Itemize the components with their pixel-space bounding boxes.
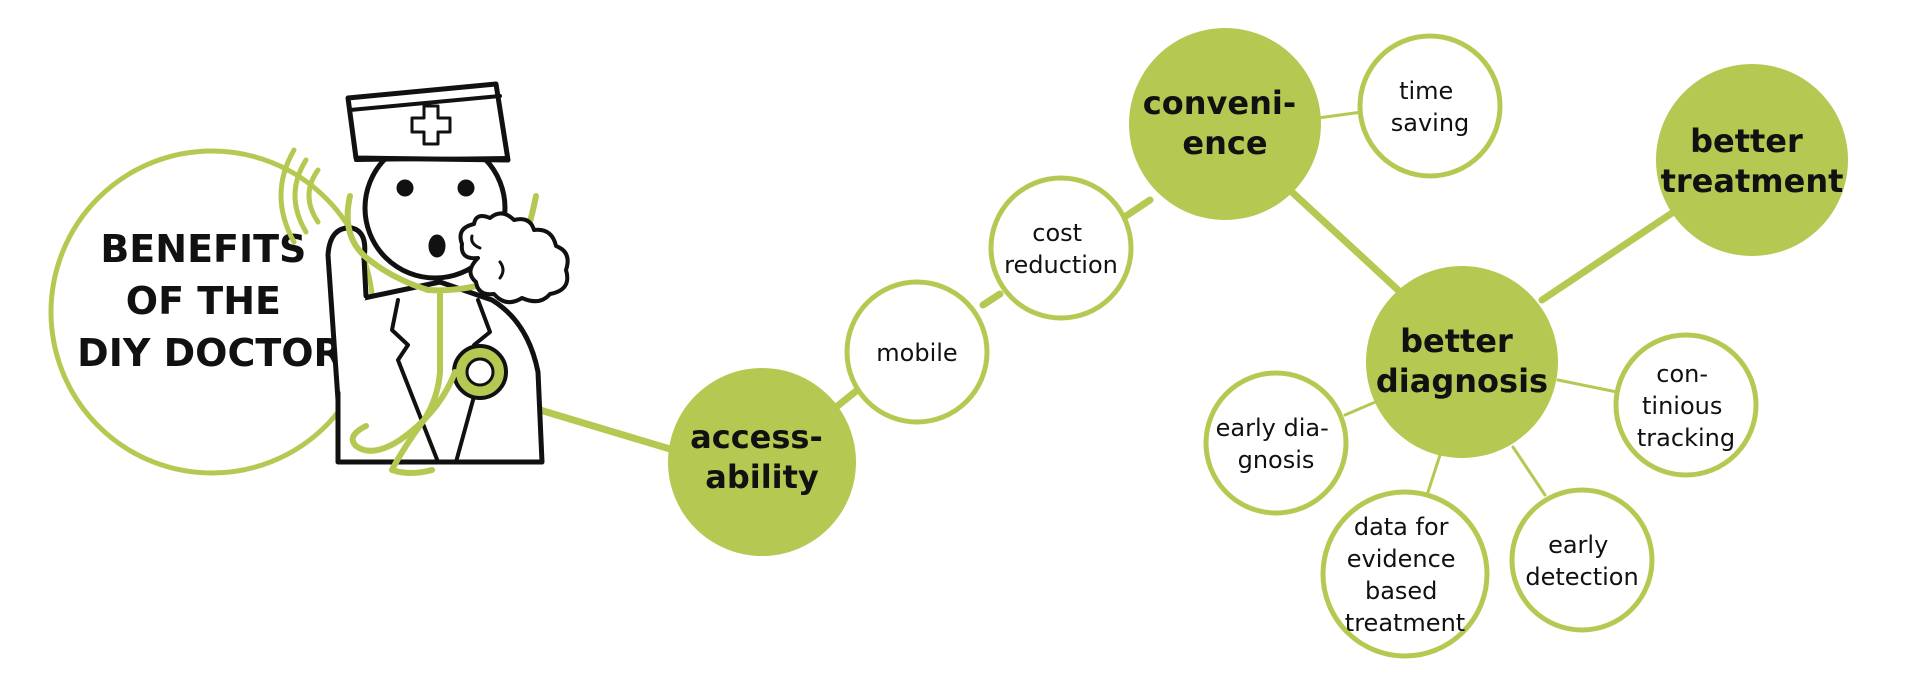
node-label: time saving [1391, 77, 1470, 137]
connector-diagnosis-treatment [1538, 207, 1679, 304]
node-label: con- tinious tracking [1637, 360, 1735, 452]
node-label: cost reduction [1004, 219, 1118, 279]
node-circle [668, 368, 856, 556]
node-circle-outline [844, 279, 990, 425]
node-cost-reduction: cost reduction [988, 175, 1134, 321]
connectors [536, 110, 1679, 497]
node-line: treatment [1661, 162, 1844, 200]
doctor-hat [354, 156, 510, 162]
doctor-eye [396, 179, 414, 197]
connector-mobile-cost [979, 290, 1004, 309]
node-label: data for evidence based treatment [1345, 513, 1465, 637]
sound-wave [278, 147, 297, 245]
node-line: early [1548, 531, 1608, 559]
node-line: diagnosis [1376, 362, 1548, 400]
node-line: con- [1656, 360, 1708, 388]
node-accessability: access- ability [668, 368, 856, 556]
node-better-treatment: better treatment [1656, 64, 1848, 256]
node-circle [1656, 64, 1848, 256]
node-line: data for [1354, 513, 1449, 541]
node-convenience: conveni- ence [1129, 28, 1321, 220]
node-line: treatment [1345, 609, 1465, 637]
node-circle-outline [1613, 332, 1759, 478]
node-line: reduction [1004, 251, 1118, 279]
connector-diagnosis-detection [1511, 445, 1547, 497]
node-data-for-evidence: data for evidence based treatment [1320, 489, 1490, 659]
node-label: better treatment [1661, 122, 1844, 200]
node-line: ability [705, 458, 819, 496]
title-text: BENEFITS OF THE DIY DOCTOR [77, 227, 343, 375]
node-line: gnosis [1238, 446, 1315, 474]
connector-diagnosis-earlydiag [1343, 398, 1382, 417]
node-circle-outline [1203, 370, 1349, 516]
node-mobile: mobile [844, 279, 990, 425]
node-line: mobile [876, 339, 957, 367]
node-early-diagnosis: early dia- gnosis [1203, 370, 1349, 516]
sound-wave [292, 157, 309, 235]
node-label: better diagnosis [1376, 322, 1548, 400]
node-line: conveni- [1143, 84, 1296, 122]
node-line: tracking [1637, 424, 1735, 452]
node-label: early dia- gnosis [1216, 414, 1337, 474]
node-line: tinious [1642, 392, 1722, 420]
node-line: saving [1391, 109, 1470, 137]
node-better-diagnosis: better diagnosis [1366, 266, 1558, 458]
node-line: time [1399, 77, 1453, 105]
doctor-hat [348, 94, 502, 112]
title-node: BENEFITS OF THE DIY DOCTOR [48, 148, 376, 476]
node-circle-outline [1320, 489, 1490, 659]
node-time-saving: time saving [1357, 33, 1503, 179]
node-line: cost [1032, 219, 1082, 247]
node-line: based [1365, 577, 1437, 605]
node-line: access- [690, 418, 823, 456]
node-label: early detection [1525, 531, 1638, 591]
connector-doctor-accessability [536, 406, 684, 456]
sound-wave [306, 167, 321, 225]
node-label: conveni- ence [1143, 84, 1307, 162]
node-line: early dia- [1216, 414, 1329, 442]
node-label: access- ability [690, 418, 834, 496]
title-line: DIY DOCTOR [77, 331, 343, 375]
connector-diagnosis-data [1426, 453, 1442, 494]
node-circle-outline [988, 175, 1134, 321]
title-line: BENEFITS [100, 227, 306, 271]
node-line: ence [1182, 124, 1267, 162]
connector-diagnosis-tracking [1556, 378, 1619, 394]
stethoscope-tube [389, 291, 443, 476]
stethoscope-tube [349, 369, 458, 454]
stethoscope-chestpiece [465, 357, 495, 387]
connector-convenience-diagnosis [1289, 189, 1402, 294]
title-line: OF THE [126, 279, 281, 323]
node-circle [1366, 266, 1558, 458]
cross-icon [410, 104, 452, 146]
node-line: detection [1525, 563, 1638, 591]
doctor-mouth [428, 234, 446, 258]
node-circle-outline [1357, 33, 1503, 179]
node-line: evidence [1347, 545, 1456, 573]
doctor-with-stethoscope-icon [278, 81, 570, 476]
breath-cloud-icon [458, 211, 570, 305]
doctor-eye [457, 179, 475, 197]
node-continious-tracking: con- tinious tracking [1613, 332, 1759, 478]
doctor-coat [390, 298, 440, 464]
node-circle [1129, 28, 1321, 220]
node-label: mobile [876, 339, 957, 367]
node-circle-outline [1509, 487, 1655, 633]
breath-cloud-icon [470, 234, 505, 280]
node-line: better [1690, 122, 1803, 160]
node-line: better [1400, 322, 1513, 360]
doctor-arm [325, 225, 369, 403]
connector-accessability-mobile [831, 384, 864, 412]
node-early-detection: early detection [1509, 487, 1655, 633]
connector-convenience-time [1316, 110, 1364, 120]
